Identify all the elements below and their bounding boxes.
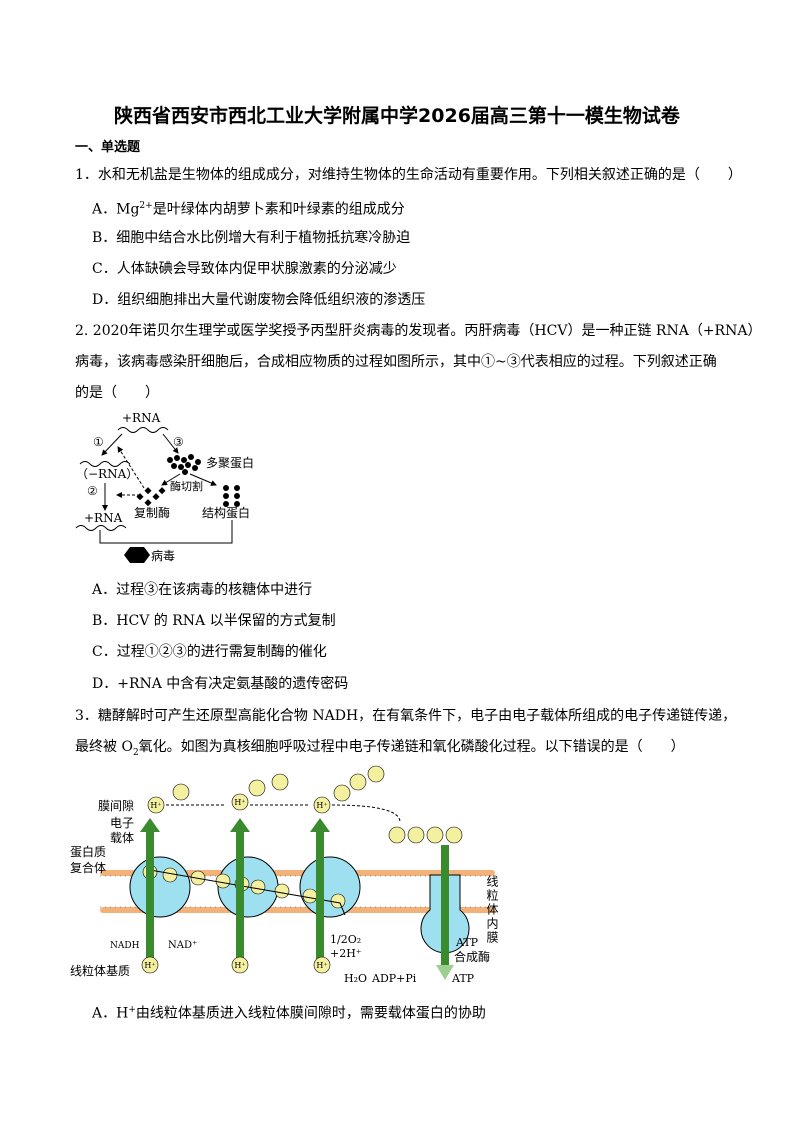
complex-label-2: 复合体 — [70, 860, 106, 875]
nadh-label: NADH — [110, 941, 140, 951]
plus-rna-label: +RNA — [122, 411, 161, 425]
q2-option-d: D．+RNA 中含有决定氨基酸的遗传密码 — [92, 676, 349, 692]
polyprotein-label: 多聚蛋白 — [206, 455, 254, 470]
question-3-line2: 最终被 O2氧化。如图为真核细胞呼吸过程中电子传递链和氧化磷酸化过程。以下错误的… — [75, 738, 685, 762]
water-label: H₂O — [344, 972, 367, 985]
q1-a-text2: 是叶绿体内胡萝卜素和叶绿素的组成成分 — [152, 201, 405, 218]
synthase-label-1: ATP — [455, 936, 479, 949]
question-2-line3: 的是（ ） — [75, 385, 159, 401]
electron-transport-chain-diagram: H⁺ H⁺ H⁺ H⁺ H⁺ H⁺ 膜间隙 电子 载体 蛋白质 复合体 NADH… — [70, 765, 499, 985]
2h-label: +2H⁺ — [330, 947, 362, 960]
inner-membrane-label: 线粒体内膜 — [485, 875, 499, 945]
cleave-label: 酶切割 — [170, 479, 203, 493]
process-1-label: ① — [93, 435, 104, 449]
q2-option-b: B．HCV 的 RNA 以半保留的方式复制 — [92, 613, 336, 629]
q2-option-c: C．过程①②③的进行需复制酶的催化 — [92, 644, 327, 660]
q3-a-sup: + — [128, 1005, 136, 1015]
q1-a-text: A．Mg — [92, 201, 140, 218]
q2-option-a: A．过程③在该病毒的核糖体中进行 — [92, 582, 313, 598]
matrix-label: 线粒体基质 — [70, 963, 130, 978]
h-ion: H⁺ — [316, 801, 327, 810]
plus-rna-label-2: +RNA — [84, 511, 123, 525]
q3-line2-text: 最终被 O — [75, 739, 133, 755]
carrier-label-2: 载体 — [110, 831, 134, 845]
carrier-label-1: 电子 — [110, 816, 134, 830]
h-ion: H⁺ — [144, 961, 155, 970]
minus-rna-label: （−RNA） — [76, 467, 138, 481]
structural-protein-label: 结构蛋白 — [202, 505, 250, 520]
process-3-label: ③ — [173, 435, 184, 449]
question-1-stem: 1．水和无机盐是生物体的组成成分，对维持生物体的生命活动有重要作用。下列相关叙述… — [75, 167, 742, 183]
q3-line2-sub: 2 — [132, 747, 139, 758]
h-ion: H⁺ — [150, 801, 161, 810]
process-2-label: ② — [87, 484, 98, 498]
q3-a-text: A．H — [92, 1005, 129, 1022]
atp-label: ATP — [451, 972, 475, 985]
q1-option-b: B．细胞中结合水比例增大有利于植物抵抗寒冷胁迫 — [92, 230, 411, 246]
section-heading: 一、单选题 — [75, 140, 141, 155]
q3-a-text2: 由线粒体基质进入线粒体膜间隙时，需要载体蛋白的协助 — [135, 1005, 486, 1022]
adp-label: ADP+Pi — [371, 972, 417, 985]
h-ion: H⁺ — [316, 961, 327, 970]
virus-label: 病毒 — [151, 548, 175, 563]
complex-label-1: 蛋白质 — [70, 844, 106, 859]
q3-option-a: A．H+由线粒体基质进入线粒体膜间隙时，需要载体蛋白的协助 — [92, 1001, 486, 1023]
q3-line2-text2: 氧化。如图为真核细胞呼吸过程中电子传递链和氧化磷酸化过程。以下错误的是（ ） — [138, 739, 685, 755]
question-2-line2: 病毒，该病毒感染肝细胞后，合成相应物质的过程如图所示，其中①~③代表相应的过程。… — [75, 354, 717, 370]
h-ion: H⁺ — [234, 798, 245, 807]
synthase-label-2: 合成酶 — [454, 949, 490, 964]
question-3-line1: 3．糖酵解时可产生还原型高能化合物 NADH，在有氧条件下，电子由电子载体所组成… — [75, 708, 737, 724]
hcv-replication-diagram: +RNA ① ③ （−RNA） ② 多聚蛋白 酶切割 复制酶 结构蛋白 +RNA… — [75, 411, 254, 563]
q1-option-d: D．组织细胞排出大量代谢废物会降低组织液的渗透压 — [92, 292, 426, 308]
question-2-line1: 2. 2020年诺贝尔生理学或医学奖授予丙型肝炎病毒的发现者。丙肝病毒（HCV）… — [75, 323, 762, 339]
q1-option-c: C．人体缺碘会导致体内促甲状腺激素的分泌减少 — [92, 261, 397, 277]
oxygen-label: 1/2O₂ — [330, 933, 361, 946]
q1-a-sup: 2+ — [139, 201, 153, 211]
replicase-label: 复制酶 — [134, 505, 170, 520]
nad-label: NAD⁺ — [168, 940, 197, 951]
q1-option-a: A．Mg2+是叶绿体内胡萝卜素和叶绿素的组成成分 — [92, 197, 405, 219]
h-ion: H⁺ — [234, 961, 245, 970]
page-title: 陕西省西安市西北工业大学附属中学2026届高三第十一模生物试卷 — [114, 105, 680, 127]
intermembrane-label: 膜间隙 — [98, 799, 134, 813]
